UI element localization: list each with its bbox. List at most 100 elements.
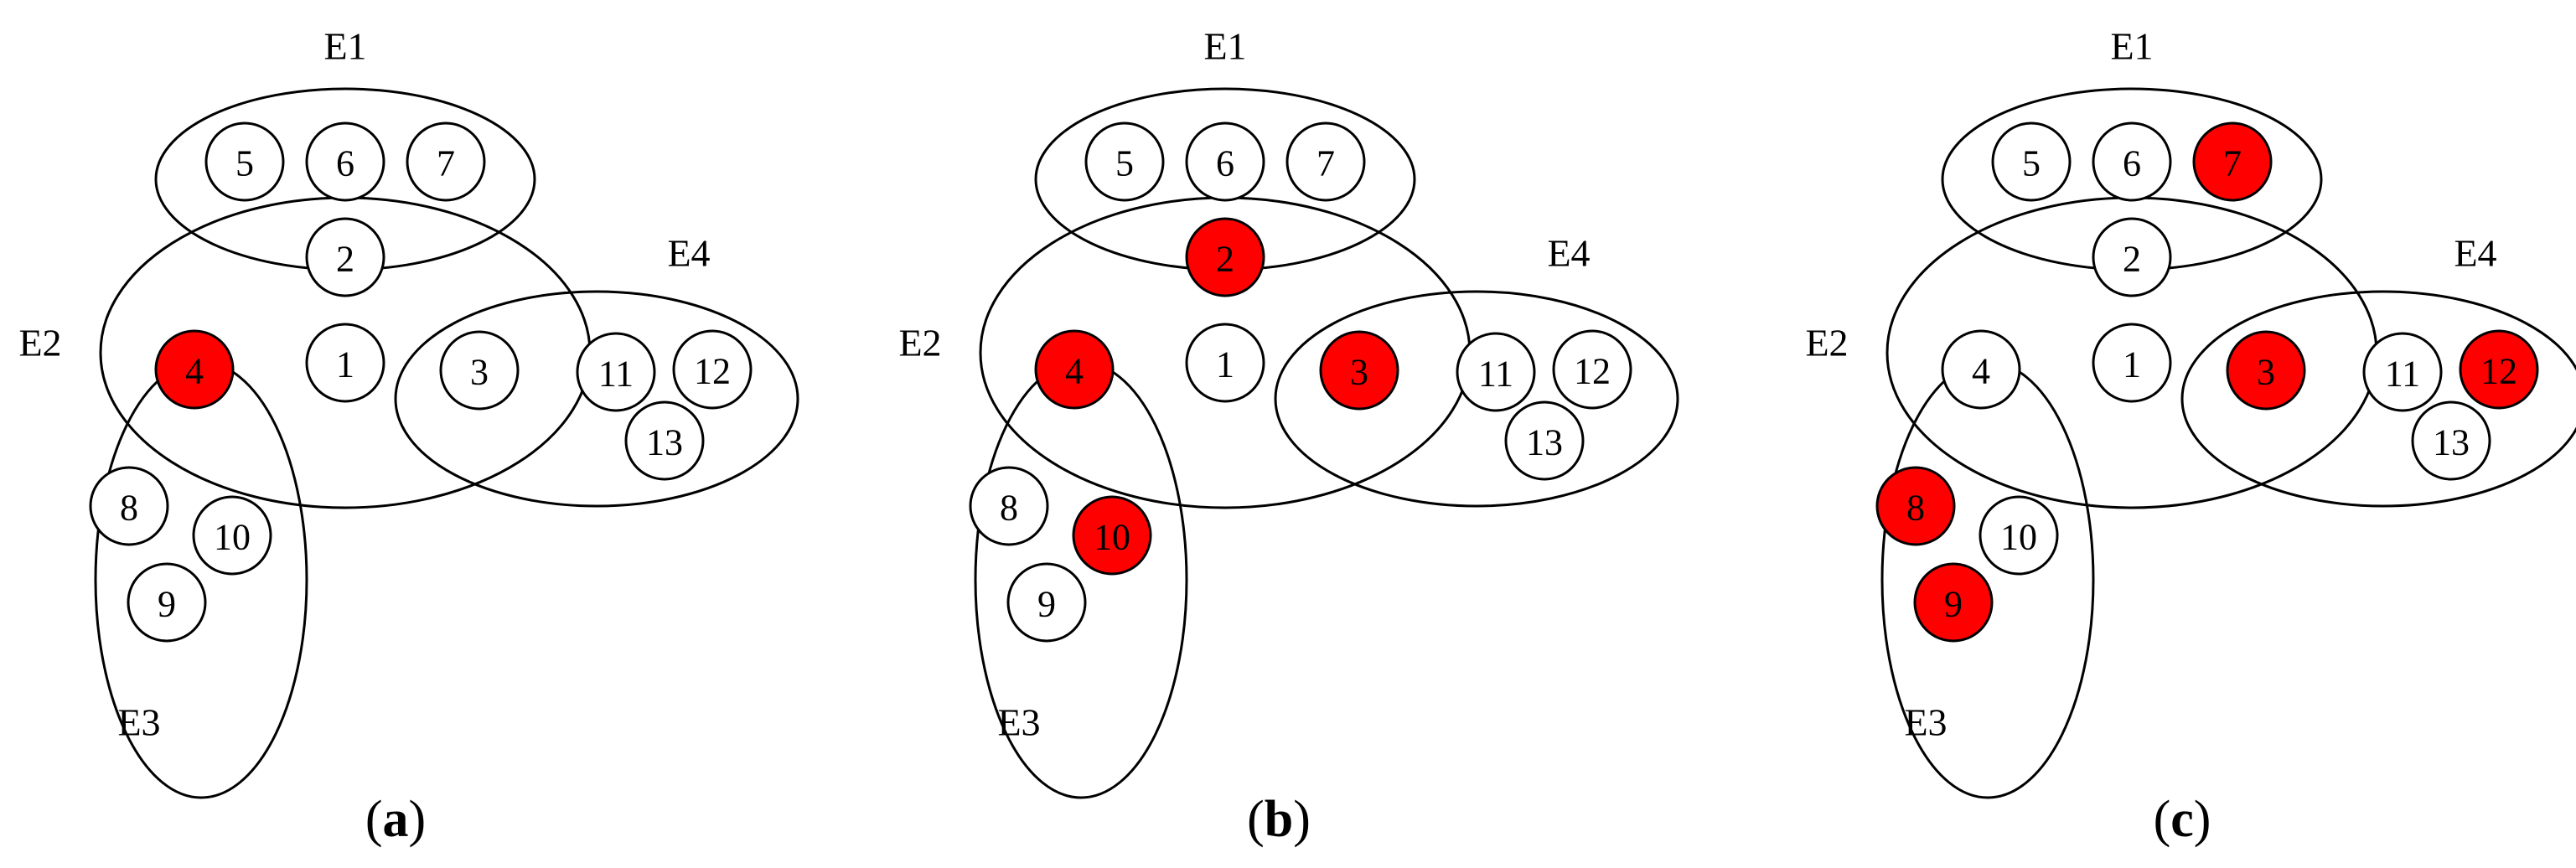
hyperedge-e1-label: E1	[1203, 25, 1246, 68]
vertex-3-label: 3	[470, 352, 489, 393]
caption-close-paren: )	[2194, 791, 2211, 848]
vertex-11: 11	[576, 332, 656, 412]
caption-close-paren: )	[409, 791, 427, 848]
vertex-13-circle	[1504, 400, 1585, 481]
vertex-2: 2	[2092, 217, 2172, 297]
hyperedge-e2-label: E2	[1805, 322, 1848, 364]
vertex-4-highlighted-circle	[1034, 329, 1115, 410]
vertex-9-highlighted-circle	[1913, 562, 1994, 643]
vertex-10-label: 10	[2000, 517, 2037, 558]
hyperedge-e4-label: E4	[1547, 232, 1590, 275]
hyperedge-e3-label: E3	[1904, 701, 1947, 744]
vertex-3-highlighted-circle	[2226, 330, 2306, 411]
vertex-5: 5	[204, 121, 285, 202]
caption-letter: c	[2170, 791, 2194, 848]
vertex-1-label: 1	[336, 344, 354, 385]
vertex-8: 8	[969, 466, 1049, 546]
vertex-12: 12	[1552, 329, 1632, 410]
vertex-2-circle	[305, 217, 385, 297]
vertex-3-label: 3	[1350, 352, 1368, 393]
vertex-3: 3	[1319, 330, 1399, 411]
vertex-12-label: 12	[1574, 351, 1611, 392]
vertex-8: 8	[1875, 466, 1956, 546]
vertex-9-label: 9	[1944, 584, 1963, 625]
vertex-8: 8	[89, 466, 169, 546]
vertex-2-label: 2	[1216, 239, 1234, 280]
vertex-5: 5	[1084, 121, 1165, 202]
vertex-10-circle	[1979, 495, 2059, 576]
vertex-1: 1	[1185, 323, 1265, 403]
vertex-1-circle	[305, 323, 385, 403]
caption-open-paren: (	[1247, 791, 1265, 848]
vertex-6-label: 6	[1216, 143, 1234, 184]
vertex-6-label: 6	[2123, 143, 2141, 184]
vertex-4: 4	[1941, 329, 2021, 410]
vertex-8-label: 8	[120, 488, 138, 529]
panel-caption-b: (b)	[1247, 791, 1311, 848]
vertex-2: 2	[305, 217, 385, 297]
vertex-8-circle	[89, 466, 169, 546]
vertex-4-highlighted-circle	[154, 329, 235, 410]
vertex-4-label: 4	[1065, 351, 1084, 392]
vertex-13: 13	[2411, 400, 2491, 481]
vertex-11: 11	[2362, 332, 2443, 412]
hyperedge-e3-label: E3	[997, 701, 1040, 744]
vertex-11-label: 11	[598, 354, 634, 395]
vertex-13: 13	[1504, 400, 1585, 481]
vertex-9-label: 9	[1037, 584, 1056, 625]
vertex-4: 4	[1034, 329, 1115, 410]
panel-caption-c: (c)	[2154, 791, 2211, 848]
vertex-10-label: 10	[1094, 517, 1130, 558]
vertex-11-circle	[1456, 332, 1536, 412]
caption-letter: b	[1265, 791, 1293, 848]
vertex-11-label: 11	[2385, 354, 2420, 395]
vertex-1-label: 1	[1216, 344, 1234, 385]
caption-open-paren: (	[365, 791, 383, 848]
vertex-8-label: 8	[1906, 488, 1925, 529]
vertex-10-label: 10	[214, 517, 251, 558]
vertex-2-label: 2	[336, 239, 354, 280]
vertex-2-label: 2	[2123, 239, 2141, 280]
vertex-6: 6	[1185, 121, 1265, 202]
vertex-5-circle	[1991, 121, 2072, 202]
vertex-10: 10	[1979, 495, 2059, 576]
vertex-1: 1	[305, 323, 385, 403]
vertex-1-label: 1	[2123, 344, 2141, 385]
vertex-7-label: 7	[437, 143, 455, 184]
vertex-9-circle	[127, 562, 207, 643]
vertex-5-circle	[1084, 121, 1165, 202]
vertex-11-label: 11	[1478, 354, 1513, 395]
vertex-9: 9	[1913, 562, 1994, 643]
vertex-4-label: 4	[185, 351, 204, 392]
vertex-10-highlighted-circle	[1072, 495, 1152, 576]
vertex-9: 9	[1006, 562, 1087, 643]
vertex-12-label: 12	[694, 351, 731, 392]
hyperedge-e4-label: E4	[2454, 232, 2496, 275]
vertex-13-circle	[2411, 400, 2491, 481]
vertex-8-label: 8	[1000, 488, 1018, 529]
vertex-3-highlighted-circle	[1319, 330, 1399, 411]
vertex-13-label: 13	[2433, 422, 2470, 463]
caption-close-paren: )	[1293, 791, 1311, 848]
vertex-4-label: 4	[1972, 351, 1990, 392]
caption-open-paren: (	[2154, 791, 2171, 848]
hyperedge-e3-label: E3	[117, 701, 160, 744]
vertex-7-circle	[406, 121, 486, 202]
vertex-10: 10	[1072, 495, 1152, 576]
vertex-6-label: 6	[336, 143, 354, 184]
vertex-10: 10	[192, 495, 272, 576]
vertex-3-label: 3	[2257, 352, 2275, 393]
vertex-6-circle	[2092, 121, 2172, 202]
vertex-6-circle	[1185, 121, 1265, 202]
vertex-7-label: 7	[2223, 143, 2242, 184]
vertex-1-circle	[1185, 323, 1265, 403]
vertex-5-circle	[204, 121, 285, 202]
caption-letter: a	[383, 791, 409, 848]
vertex-5-label: 5	[2022, 143, 2041, 184]
vertex-1: 1	[2092, 323, 2172, 403]
vertex-11-circle	[576, 332, 656, 412]
vertex-5-label: 5	[1115, 143, 1134, 184]
